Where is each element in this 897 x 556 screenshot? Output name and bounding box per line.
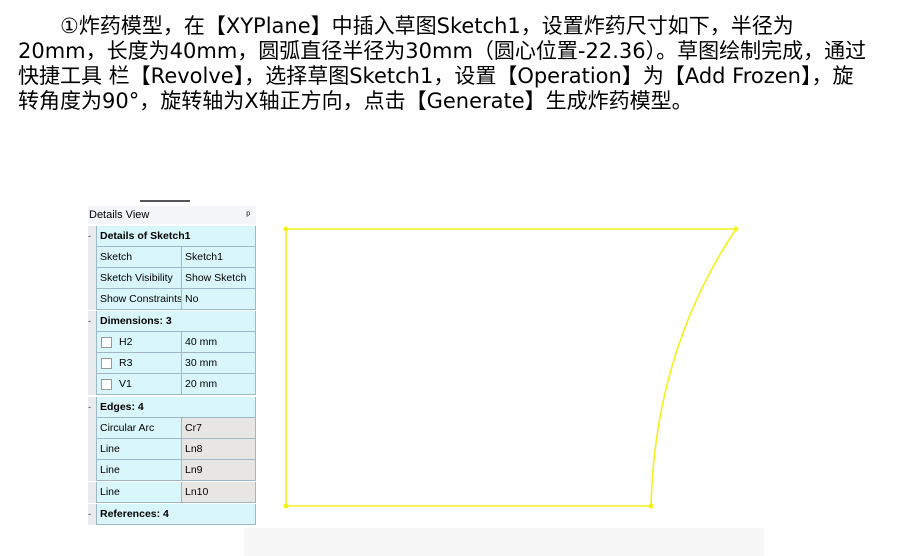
edge-label: Line xyxy=(96,460,181,481)
canvas-bottom-strip xyxy=(244,528,764,556)
edge-label: Circular Arc xyxy=(96,418,181,439)
edge-row[interactable]: Circular Arc Cr7 xyxy=(88,418,256,439)
dimension-label: R3 xyxy=(119,357,133,369)
section-dimensions[interactable]: - Dimensions: 3 xyxy=(88,311,256,332)
section-edges[interactable]: - Edges: 4 xyxy=(88,397,256,418)
collapse-icon[interactable]: - xyxy=(88,316,91,326)
collapse-icon[interactable]: - xyxy=(88,231,91,241)
dimension-label: V1 xyxy=(119,378,132,390)
vertex-point xyxy=(733,226,739,232)
details-view-header: Details View ᵖ xyxy=(88,206,256,224)
dimension-row[interactable]: H2 40 mm xyxy=(88,332,256,353)
edge-row[interactable]: Line Ln10 xyxy=(88,482,256,503)
edge-row[interactable]: Line Ln8 xyxy=(88,439,256,460)
property-row[interactable]: Show Constraints? No xyxy=(88,289,256,310)
edge-value: Ln8 xyxy=(181,439,256,460)
property-value[interactable]: No xyxy=(181,289,256,310)
dimension-checkbox[interactable] xyxy=(101,336,112,348)
property-row[interactable]: Sketch Visibility Show Sketch xyxy=(88,268,256,289)
dimension-row[interactable]: R3 30 mm xyxy=(88,353,256,374)
property-label: Sketch Visibility xyxy=(96,268,181,289)
property-label: Show Constraints? xyxy=(96,289,181,310)
dimension-checkbox[interactable] xyxy=(101,357,112,369)
sketch-geometry xyxy=(285,228,737,507)
section-references[interactable]: - References: 4 xyxy=(88,504,256,525)
details-view-panel: Details View ᵖ - Details of Sketch1 Sket… xyxy=(88,200,256,530)
dimension-row[interactable]: V1 20 mm xyxy=(88,374,256,395)
pin-icon[interactable]: ᵖ xyxy=(246,209,250,221)
property-value[interactable]: Show Sketch xyxy=(181,268,256,289)
sketch-vertices xyxy=(283,226,739,509)
dimension-value[interactable]: 40 mm xyxy=(181,332,256,353)
dimension-label: H2 xyxy=(119,336,133,348)
edge-label: Line xyxy=(96,482,181,503)
property-label: Sketch xyxy=(96,247,181,268)
vertex-point xyxy=(283,503,289,509)
panel-tab-indicator xyxy=(140,200,190,202)
sketch-circular-arc xyxy=(650,228,737,507)
dimension-checkbox[interactable] xyxy=(101,378,112,390)
edge-value: Cr7 xyxy=(181,418,256,439)
vertex-point xyxy=(648,503,654,509)
vertex-point xyxy=(283,226,289,232)
edge-value: Ln9 xyxy=(181,460,256,481)
edge-label: Line xyxy=(96,439,181,460)
edge-value: Ln10 xyxy=(181,482,256,503)
property-value[interactable]: Sketch1 xyxy=(181,247,256,268)
dimension-value[interactable]: 20 mm xyxy=(181,374,256,395)
edge-row[interactable]: Line Ln9 xyxy=(88,460,256,481)
property-row[interactable]: Sketch Sketch1 xyxy=(88,247,256,268)
instruction-paragraph: ①炸药模型，在【XYPlane】中插入草图Sketch1，设置炸药尺寸如下，半径… xyxy=(18,14,867,113)
collapse-icon[interactable]: - xyxy=(88,509,91,519)
dimension-value[interactable]: 30 mm xyxy=(181,353,256,374)
section-details-of-sketch[interactable]: - Details of Sketch1 xyxy=(88,226,256,247)
details-view-title: Details View xyxy=(89,209,150,221)
collapse-icon[interactable]: - xyxy=(88,402,91,412)
